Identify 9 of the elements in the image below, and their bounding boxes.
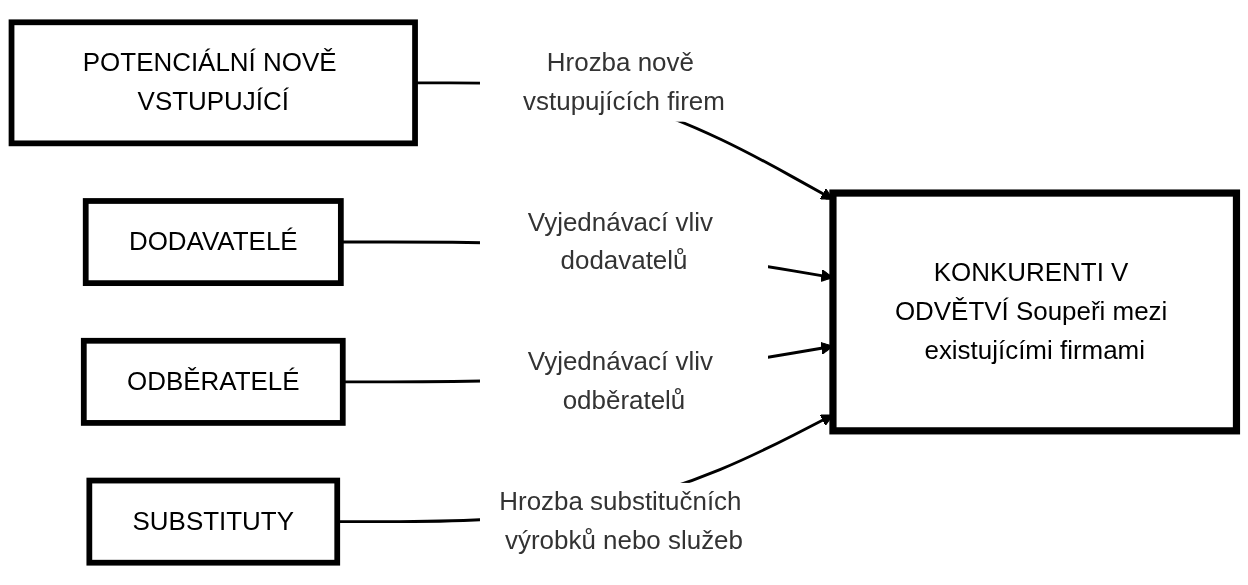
node-box: ODBĚRATELÉ: [80, 337, 346, 426]
edge-label: Hrozba nově vstupujících firem: [523, 48, 725, 116]
edge-label: Vyjednávací vliv odběratelů: [527, 347, 713, 415]
node-box: POTENCIÁLNÍ NOVĚ VSTUPUJÍCÍ: [8, 19, 418, 147]
node-box: SUBSTITUTY: [86, 477, 341, 566]
node-box: DODAVATELÉ: [82, 198, 344, 286]
node-box: KONKURENTI V ODVĚTVÍ Soupeři mezi existujícími firmami: [829, 189, 1241, 435]
edge-label: Vyjednávací vliv dodavatelů: [527, 207, 713, 276]
edge-label: Hrozba substitučních výrobků nebo služeb: [499, 487, 743, 555]
